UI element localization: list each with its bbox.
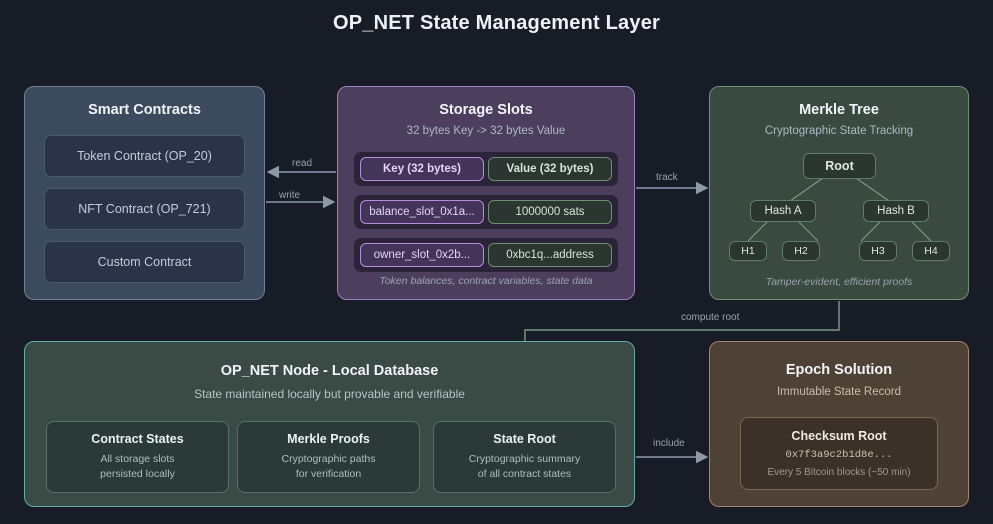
page-title: OP_NET State Management Layer [332, 12, 660, 34]
db-card-line2: persisted locally [100, 468, 175, 480]
db-card-title: Contract States [91, 431, 184, 446]
merkle-tree-title: Merkle Tree [799, 102, 879, 118]
merkle-leaf-h3[interactable]: H3 [859, 241, 897, 261]
storage-slots-subtitle: 32 bytes Key -> 32 bytes Value [406, 125, 566, 137]
slot-key-header: Key (32 bytes) [360, 157, 484, 181]
contract-item-nft[interactable]: NFT Contract (OP_721) [44, 188, 245, 230]
db-card-title: Merkle Proofs [287, 431, 370, 446]
storage-slots-title: Storage Slots [439, 102, 533, 118]
checksum-root-note: Every 5 Bitcoin blocks (~50 min) [767, 467, 911, 478]
edge-label-read: read [292, 158, 313, 169]
slot-row-balance[interactable]: balance_slot_0x1a... 1000000 sats [354, 195, 618, 229]
merkle-node-hash-a[interactable]: Hash A [750, 200, 816, 222]
merkle-leaf-h4[interactable]: H4 [912, 241, 950, 261]
edge-label-include: include [653, 438, 685, 449]
slot-value-owner: 0xbc1q...address [488, 243, 612, 267]
merkle-leaf-h1[interactable]: H1 [729, 241, 767, 261]
contract-item-custom[interactable]: Custom Contract [44, 241, 245, 283]
merkle-tree-subtitle: Cryptographic State Tracking [764, 125, 914, 137]
db-card-state-root[interactable]: State Root Cryptographic summary of all … [433, 421, 616, 493]
panel-merkle-tree: Merkle Tree Cryptographic State Tracking… [709, 86, 969, 300]
checksum-root-hash: 0x7f3a9c2b1d8e... [785, 449, 893, 461]
db-card-line1: Cryptographic summary [468, 452, 581, 465]
slot-value-balance: 1000000 sats [488, 200, 612, 224]
db-card-line2: of all contract states [477, 468, 572, 480]
contract-item-token[interactable]: Token Contract (OP_20) [44, 135, 245, 177]
merkle-leaf-h2[interactable]: H2 [782, 241, 820, 261]
node-db-title: OP_NET Node - Local Database [220, 363, 439, 379]
merkle-tree-footer: Tamper-evident, efficient proofs [765, 276, 913, 288]
smart-contracts-title: Smart Contracts [88, 102, 201, 118]
slot-value-header: Value (32 bytes) [488, 157, 612, 181]
db-card-line1: All storage slots [100, 452, 175, 465]
epoch-title: Epoch Solution [785, 362, 893, 378]
merkle-node-hash-b[interactable]: Hash B [863, 200, 929, 222]
slot-row-owner[interactable]: owner_slot_0x2b... 0xbc1q...address [354, 238, 618, 272]
db-card-contract-states[interactable]: Contract States All storage slots persis… [46, 421, 229, 493]
edge-label-compute-root: compute root [681, 312, 740, 323]
epoch-subtitle: Immutable State Record [776, 386, 901, 398]
slot-key-balance: balance_slot_0x1a... [360, 200, 484, 224]
checksum-root-title: Checksum Root [791, 429, 887, 443]
db-card-line1: Cryptographic paths [281, 452, 376, 465]
slot-key-owner: owner_slot_0x2b... [360, 243, 484, 267]
merkle-node-root[interactable]: Root [803, 153, 876, 179]
node-db-subtitle: State maintained locally but provable an… [194, 387, 465, 401]
checksum-root-card[interactable]: Checksum Root 0x7f3a9c2b1d8e... Every 5 … [740, 417, 938, 490]
db-card-title: State Root [493, 431, 556, 446]
storage-slots-footer: Token balances, contract variables, stat… [379, 275, 593, 287]
edge-label-write: write [279, 190, 301, 201]
db-card-line2: for verification [295, 468, 362, 480]
db-card-merkle-proofs[interactable]: Merkle Proofs Cryptographic paths for ve… [237, 421, 420, 493]
slot-row-header: Key (32 bytes) Value (32 bytes) [354, 152, 618, 186]
edge-label-track: track [656, 172, 678, 183]
